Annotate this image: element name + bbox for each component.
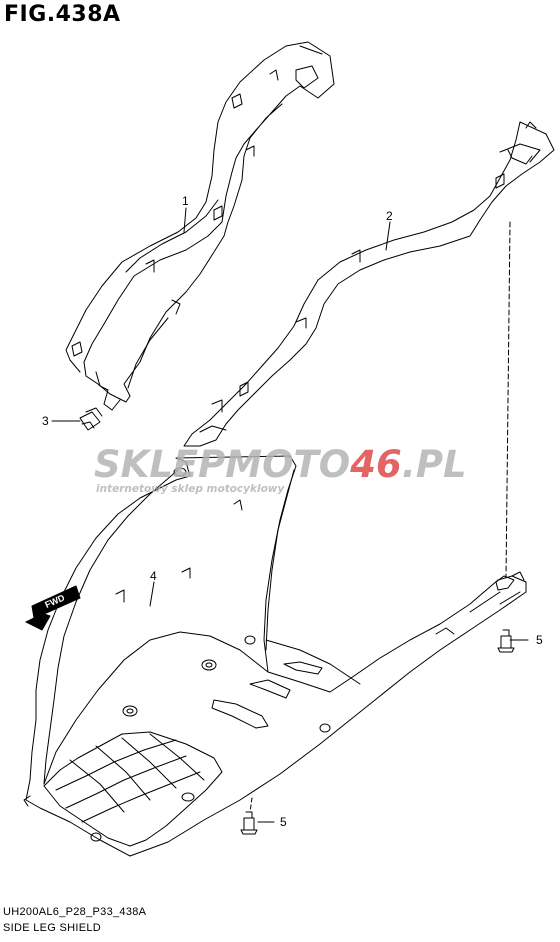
callout-5-upper: 5 [536,633,543,647]
watermark: SKLEPMOTO46.PL internetowy sklep motocyk… [94,443,467,495]
part-5-screw-upper [497,629,515,653]
leader-lines [51,207,529,823]
callout-4: 4 [150,569,157,583]
part-1-left-side-panel [65,41,335,411]
part-2-right-side-rail [183,121,555,447]
figure-title: FIG.438A [4,2,121,27]
watermark-brand-part3: .PL [402,443,467,486]
fwd-arrow-icon: FWD [24,585,81,631]
watermark-brand-part1: SKLEPMOTO [94,443,350,486]
callout-1: 1 [182,194,189,208]
figure-caption: SIDE LEG SHIELD [3,922,102,934]
watermark-tagline: internetowy sklep motocyklowy [96,483,285,495]
svg-text:SKLEPMOTO46.PL: SKLEPMOTO46.PL [94,443,467,486]
watermark-brand-part2: 46 [349,443,402,486]
callout-5-lower: 5 [280,815,287,829]
part-4-floor-shield [23,455,527,857]
callout-3: 3 [42,414,49,428]
figure-code: UH200AL6_P28_P33_438A [3,906,147,918]
part-5-screw-lower [240,811,258,835]
part-3-clip [79,407,103,431]
callout-2: 2 [386,209,393,223]
